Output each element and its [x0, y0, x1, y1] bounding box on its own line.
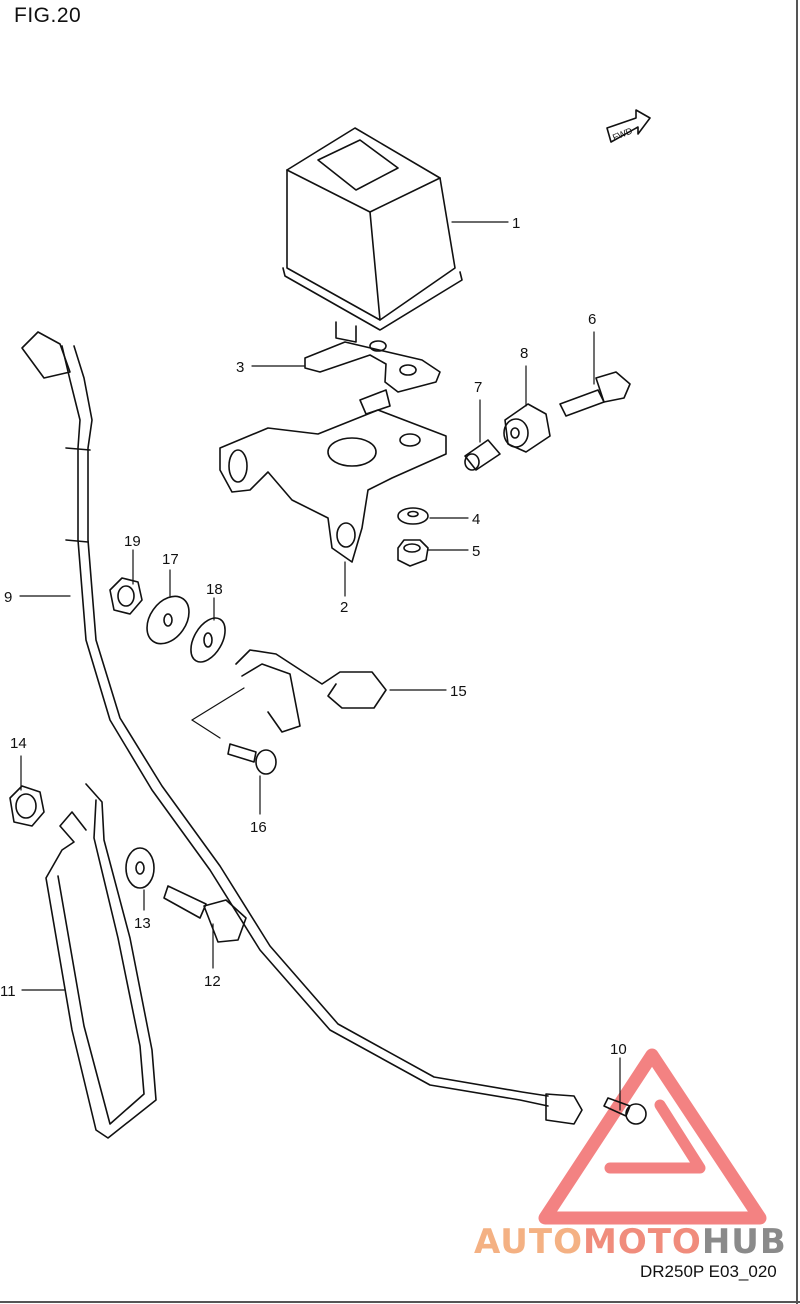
- plate-part: [304, 340, 441, 415]
- bolt-part-6: [559, 371, 631, 417]
- figure-code: DR250P E03_020: [640, 1262, 777, 1281]
- collar-part-7: [464, 439, 501, 471]
- watermark-text-part2: MOTO: [582, 1222, 702, 1262]
- nut-part-19: [109, 577, 143, 615]
- speedometer-cable-part: [21, 331, 583, 1125]
- callout-11: 11: [0, 983, 16, 1000]
- meter-case-part: [282, 127, 463, 343]
- nut-part-5: [397, 539, 429, 567]
- callout-8: 8: [520, 345, 528, 362]
- callout-4: 4: [472, 511, 480, 528]
- grommet-part-8: [503, 403, 551, 453]
- callout-19: 19: [124, 533, 141, 550]
- watermark-text-part3: HUB: [701, 1222, 787, 1262]
- nut-part-14: [9, 785, 45, 827]
- washer-part-17: [146, 595, 190, 645]
- callout-2: 2: [340, 599, 348, 616]
- wire-clamp-part: [45, 783, 157, 1139]
- callout-13: 13: [134, 915, 151, 932]
- bracket-part: [219, 409, 447, 563]
- screw-part-16: [227, 743, 277, 775]
- callout-6: 6: [588, 311, 596, 328]
- screw-part-10: [603, 1097, 647, 1125]
- callout-14: 14: [10, 735, 27, 752]
- callout-15: 15: [450, 683, 467, 700]
- callout-18: 18: [206, 581, 223, 598]
- watermark-logo: [538, 1048, 767, 1225]
- watermark-text: AUTOMOTOHUB: [474, 1222, 787, 1262]
- callout-17: 17: [162, 551, 179, 568]
- callout-16: 16: [250, 819, 267, 836]
- callout-10: 10: [610, 1041, 627, 1058]
- bolt-part-12: [163, 885, 247, 943]
- leader-lines: [19, 221, 621, 1111]
- callout-9: 9: [4, 589, 12, 606]
- callout-7: 7: [474, 379, 482, 396]
- washer-part-18: [190, 617, 226, 663]
- fwd-arrow-icon: [606, 109, 651, 143]
- washer-part-13: [125, 847, 155, 889]
- figure-title: FIG.20: [14, 4, 82, 27]
- washer-part-4: [397, 507, 429, 525]
- callout-5: 5: [472, 543, 480, 560]
- callout-labels: 1 2 3 4 5 6 7 8 9 10 11 12 13 14 15 16 1…: [0, 125, 634, 1058]
- callout-3: 3: [236, 359, 244, 376]
- callout-12: 12: [204, 973, 221, 990]
- callout-1: 1: [512, 215, 520, 232]
- watermark-text-part1: AUTO: [474, 1222, 583, 1262]
- clamp-spring-part: [235, 649, 387, 733]
